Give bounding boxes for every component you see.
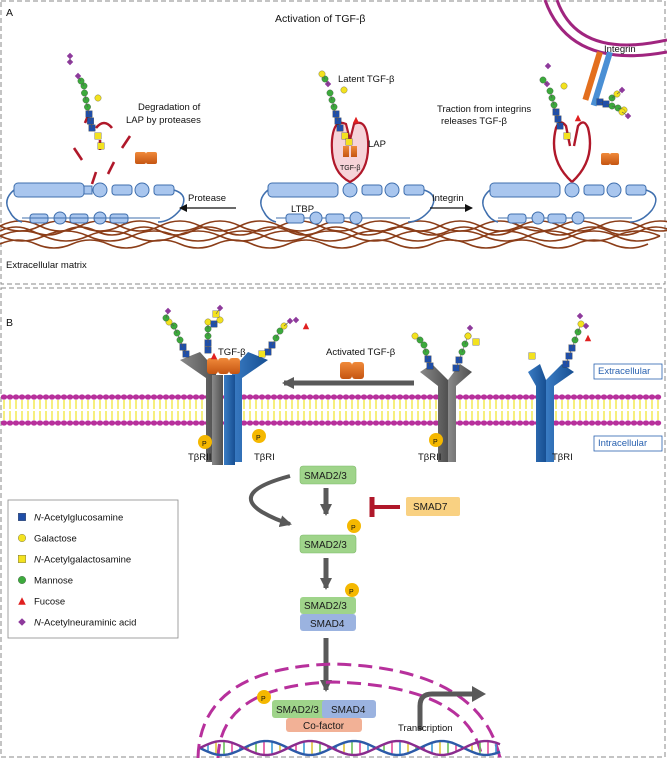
opened-lap-right bbox=[552, 121, 592, 183]
phospho-trbii-active: P bbox=[198, 435, 212, 449]
trbii-label-lone: TβRII bbox=[418, 452, 441, 463]
lipid-bilayer bbox=[0, 394, 662, 426]
cell-membrane-arc bbox=[543, 0, 667, 58]
integrin-arrow-label: Integrin bbox=[432, 193, 464, 204]
svg-text:SMAD2/3: SMAD2/3 bbox=[304, 601, 347, 612]
legend-label: N-Acetylneuraminic acid bbox=[34, 618, 136, 629]
legend-item-green-circle: Mannose bbox=[18, 576, 73, 587]
degradation-label-line1: Degradation of bbox=[138, 102, 201, 113]
latent-tgfb-label: Latent TGF-β bbox=[338, 74, 395, 85]
panel-b-letter: B bbox=[6, 317, 13, 329]
trbii-label-active: TβRII bbox=[188, 452, 211, 463]
svg-text:SMAD2/3: SMAD2/3 bbox=[304, 540, 347, 551]
ltbp-complex-right bbox=[482, 182, 657, 225]
blue-square-icon bbox=[18, 513, 26, 521]
phospho-smad-nucleus: P bbox=[257, 690, 271, 704]
smad7-inhibitor: SMAD7 bbox=[369, 497, 460, 517]
tgfb-label-b: TGF-β bbox=[218, 347, 246, 358]
glycan-legend: N-AcetylglucosamineGalactoseN-Acetylgala… bbox=[7, 499, 179, 639]
activated-tgfb-label: Activated TGF-β bbox=[326, 347, 396, 358]
curved-phosphorylation-arrow bbox=[249, 474, 292, 528]
smad23-box-1: SMAD2/3 bbox=[299, 465, 357, 485]
lone-trbi-receptor bbox=[528, 364, 574, 462]
legend-label: Galactose bbox=[34, 534, 77, 545]
free-tgfb-dimer-left bbox=[135, 152, 157, 164]
smad7-label: SMAD7 bbox=[413, 502, 448, 513]
integrin-receptor bbox=[582, 51, 613, 107]
tgfb-inner-label: TGF-β bbox=[340, 165, 360, 172]
legend-item-blue-square: N-Acetylglucosamine bbox=[18, 513, 123, 524]
dna-double-helix bbox=[199, 739, 501, 757]
svg-text:SMAD2/3: SMAD2/3 bbox=[304, 471, 347, 482]
svg-text:P: P bbox=[349, 589, 354, 596]
svg-text:P: P bbox=[351, 525, 356, 532]
traction-label-line2: releases TGF-β bbox=[441, 116, 508, 127]
yellow-circle-icon bbox=[18, 534, 26, 542]
integrin-label: Integrin bbox=[604, 44, 636, 55]
svg-text:P: P bbox=[202, 441, 207, 448]
nuclear-envelope bbox=[196, 662, 502, 759]
panel-b-border bbox=[0, 287, 666, 758]
transcription-label: Transcription bbox=[398, 723, 453, 734]
phospho-trbi-active: P bbox=[252, 429, 266, 443]
smad23-box-2: SMAD2/3 bbox=[299, 534, 357, 554]
released-tgfb-right bbox=[601, 153, 619, 165]
glycan-chains-panel-a bbox=[66, 52, 632, 150]
svg-text:P: P bbox=[256, 435, 261, 442]
lap-label: LAP bbox=[368, 139, 386, 150]
traction-label-line1: Traction from integrins bbox=[437, 104, 531, 115]
panel-a-title: Activation of TGF-β bbox=[275, 13, 365, 25]
legend-item-yellow-circle: Galactose bbox=[18, 534, 77, 545]
phospho-trbii-lone: P bbox=[429, 433, 443, 447]
lone-trbii-receptor bbox=[420, 364, 472, 462]
transcription-arrow bbox=[417, 686, 486, 730]
ecm-label: Extracellular matrix bbox=[6, 260, 87, 271]
extracellular-matrix-fibers bbox=[0, 220, 667, 249]
legend-item-purple-diamond: N-Acetylneuraminic acid bbox=[18, 618, 136, 629]
protease-label: Protease bbox=[188, 193, 226, 204]
legend-item-yellow-square: N-Acetylgalactosamine bbox=[18, 555, 131, 566]
svg-text:P: P bbox=[261, 696, 266, 703]
purple-diamond-icon bbox=[18, 618, 26, 626]
glycan-chains-panel-b bbox=[162, 304, 592, 372]
activated-tgfb-dimer bbox=[340, 362, 364, 379]
ltbp-complex-center bbox=[260, 182, 435, 225]
red-triangle-icon bbox=[18, 597, 26, 605]
active-receptor-complex bbox=[180, 352, 268, 465]
ltbp-label: LTBP bbox=[291, 204, 314, 215]
yellow-square-icon bbox=[18, 555, 26, 563]
panel-a-letter: A bbox=[6, 7, 13, 19]
green-circle-icon bbox=[18, 576, 26, 584]
phospho-smad-3: P bbox=[345, 583, 359, 597]
smad-complex-cytoplasm: SMAD2/3 SMAD4 bbox=[300, 597, 356, 631]
legend-frame bbox=[7, 499, 179, 639]
panel-a-border bbox=[0, 0, 666, 285]
degradation-label-line2: LAP by proteases bbox=[126, 115, 201, 126]
smad-complex-nucleus: SMAD2/3 SMAD4 Co-factor bbox=[272, 700, 376, 732]
legend-label: N-Acetylgalactosamine bbox=[34, 555, 131, 566]
svg-text:P: P bbox=[433, 439, 438, 446]
intracellular-label: Intracellular bbox=[598, 438, 647, 449]
trbi-label-active: TβRI bbox=[254, 452, 275, 463]
legend-label: N-Acetylglucosamine bbox=[34, 513, 123, 524]
legend-label: Fucose bbox=[34, 597, 65, 608]
legend-label: Mannose bbox=[34, 576, 73, 587]
intracellular-box bbox=[593, 435, 663, 452]
ltbp-complex-left bbox=[6, 182, 185, 225]
svg-text:SMAD4: SMAD4 bbox=[310, 619, 345, 630]
trbi-label-lone: TβRI bbox=[552, 452, 573, 463]
svg-text:SMAD2/3: SMAD2/3 bbox=[276, 705, 319, 716]
extracellular-box bbox=[593, 363, 663, 380]
phospho-smad-2: P bbox=[347, 519, 361, 533]
extracellular-label: Extracellular bbox=[598, 366, 650, 377]
latent-complex-center: TGF-β bbox=[330, 121, 370, 184]
cofactor-label: Co-factor bbox=[303, 721, 345, 732]
svg-text:SMAD4: SMAD4 bbox=[331, 705, 366, 716]
legend-item-red-triangle: Fucose bbox=[18, 597, 65, 608]
